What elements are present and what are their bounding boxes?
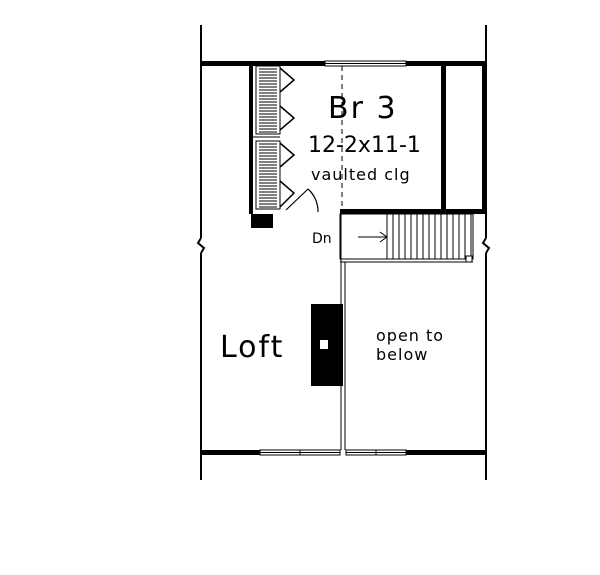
- bedroom-size: 12-2x11-1: [308, 133, 421, 158]
- exterior-wall-bottom: [201, 450, 486, 455]
- exterior-wall-top: [201, 61, 486, 66]
- closet-shelving: [253, 65, 281, 210]
- open-area-line1: open to: [376, 326, 444, 345]
- window-bottom-left: [259, 449, 341, 456]
- closet-bifold-doors: [279, 67, 296, 208]
- bedroom-walls: [249, 64, 486, 228]
- open-area-line2: below: [376, 345, 428, 364]
- shelf-lines: [259, 68, 277, 208]
- window-bottom-right: [345, 449, 407, 456]
- chimney: [311, 304, 343, 386]
- loft-name: Loft: [220, 330, 284, 365]
- stair-arrow: [358, 231, 388, 243]
- newel-post: [465, 255, 473, 263]
- bedroom-name: Br 3: [328, 91, 398, 126]
- stair-label: Dn: [312, 231, 332, 247]
- bedroom-door: [285, 188, 319, 213]
- stair-treads: [392, 214, 472, 259]
- bedroom-ceiling: vaulted clg: [311, 165, 411, 184]
- window-top: [324, 60, 407, 67]
